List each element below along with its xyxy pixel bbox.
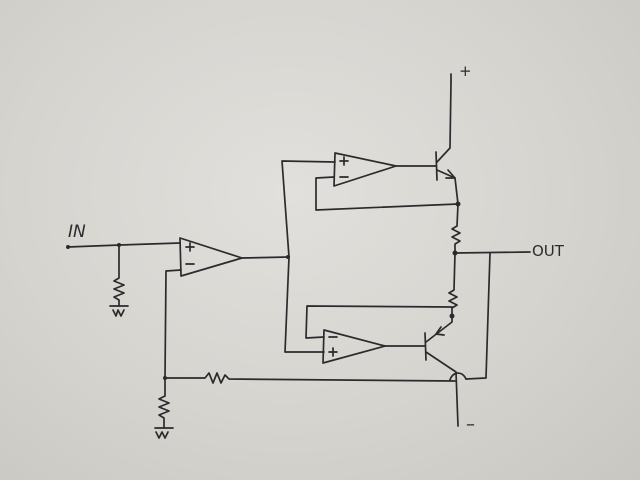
input-wire <box>66 242 181 249</box>
upper-transistor <box>435 81 459 205</box>
output-wire <box>454 251 531 254</box>
input-label: IN <box>68 222 86 242</box>
feedback-resistor <box>164 372 456 384</box>
input-ground-resistor <box>109 244 129 317</box>
input-op-amp <box>179 237 290 277</box>
gain-ground-resistor <box>154 377 174 439</box>
positive-rail-label: + <box>459 62 472 80</box>
output-label: OUT <box>532 242 564 260</box>
upper-op-amp <box>315 152 459 211</box>
lower-emitter-resistor <box>448 252 458 319</box>
negative-rail-label: – <box>466 414 475 435</box>
lower-transistor <box>424 315 459 427</box>
input-feedback-wire <box>163 269 182 380</box>
lower-op-amp <box>305 305 453 364</box>
upper-emitter-resistor <box>451 201 461 256</box>
driver-bus-wire <box>281 160 336 353</box>
output-sense-wire <box>449 252 491 381</box>
